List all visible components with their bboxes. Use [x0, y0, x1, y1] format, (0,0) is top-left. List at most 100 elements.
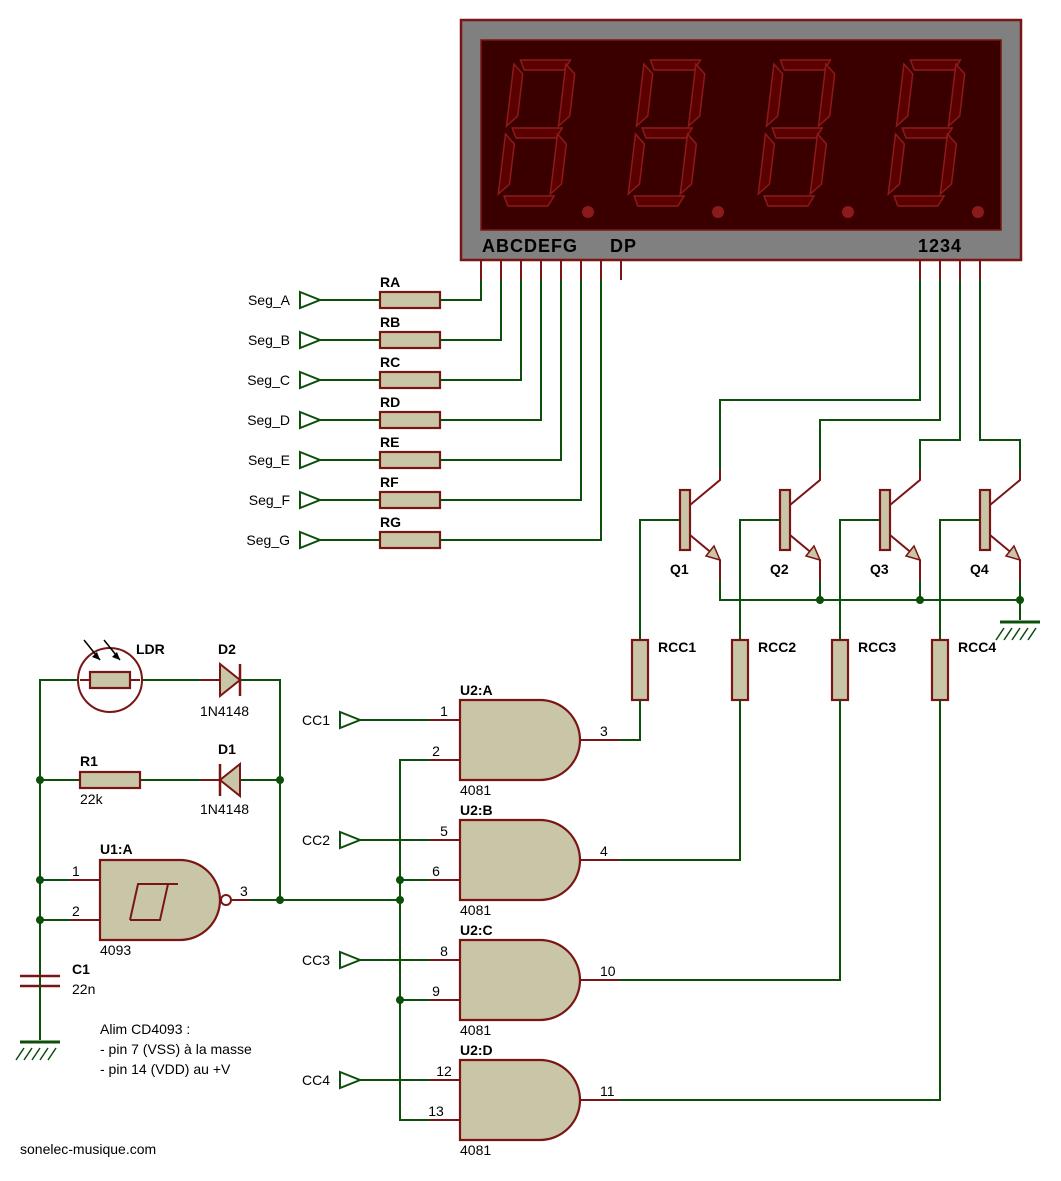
oscillator: LDR D2 1N4148 R1 22k D1 1N4148 — [15, 639, 400, 1061]
and-gate-pin: 3 — [600, 723, 608, 739]
input-terminal-icon — [299, 330, 323, 350]
diode-d1: D1 1N4148 — [200, 741, 249, 817]
segment-input-3: Seg_DRD — [247, 280, 542, 430]
segment-resistor — [378, 530, 442, 550]
input-terminal-icon — [339, 710, 363, 730]
base-resistor-label: RCC4 — [958, 639, 996, 655]
display-digit-3 — [757, 59, 854, 218]
and-gate-pin: 5 — [440, 823, 448, 839]
u1a-pin2: 2 — [72, 903, 80, 919]
and-gate-part: 4081 — [460, 1142, 491, 1158]
display-dp-label: DP — [610, 236, 637, 256]
and-gate-pin: 2 — [432, 743, 440, 759]
note-line2: - pin 7 (VSS) à la masse — [100, 1041, 252, 1057]
segment-net-label: Seg_C — [247, 372, 290, 388]
display-digit-2 — [627, 59, 724, 218]
input-terminal-icon — [339, 1070, 363, 1090]
and-gate-u2b: U2:B 4081 5 6 4 CC2 — [302, 700, 741, 918]
u1a-part: 4093 — [100, 942, 131, 958]
d2-part: 1N4148 — [200, 703, 249, 719]
input-terminal-icon — [299, 450, 323, 470]
and-gates: U2:A4081123CC1U2:B4081564CC2U2:C40818910… — [302, 682, 941, 1158]
input-terminal-icon — [299, 370, 323, 390]
and-gate-ref: U2:B — [460, 802, 493, 818]
and-gate-pin: 12 — [436, 1063, 452, 1079]
seven-segment-display: ABCDEFG DP 1234 — [459, 18, 1023, 280]
input-terminal-icon — [339, 950, 363, 970]
u1a-pin3: 3 — [240, 883, 248, 899]
ldr: LDR — [77, 639, 165, 713]
and-gate-pin: 4 — [600, 843, 608, 859]
base-resistor-label: RCC2 — [758, 639, 796, 655]
input-terminal-icon — [299, 290, 323, 310]
segment-input-1: Seg_B RB — [248, 280, 502, 350]
segment-input-0: Seg_ARA — [248, 274, 482, 310]
segment-resistor-label: RC — [380, 354, 400, 370]
segment-net-label: Seg_B — [248, 332, 290, 348]
resistor-r1: R1 22k — [78, 753, 142, 807]
transistor-q3: Q3 — [839, 470, 922, 640]
c1-label: C1 — [72, 961, 90, 977]
transistor-q2: Q2 — [739, 470, 822, 640]
segment-resistor — [378, 330, 442, 350]
note-line3: - pin 14 (VDD) au +V — [100, 1061, 231, 1077]
display-segment-labels: ABCDEFG — [482, 236, 578, 256]
segment-input-4: Seg_ERE — [248, 280, 562, 470]
d1-part: 1N4148 — [200, 801, 249, 817]
segment-resistor-label: RA — [380, 274, 400, 290]
cc-net-label: CC3 — [302, 952, 330, 968]
transistor-q1: Q1 — [639, 470, 722, 640]
transistor-label: Q4 — [970, 561, 989, 577]
segment-resistor-label: RB — [380, 314, 400, 330]
segment-net-label: Seg_F — [249, 492, 290, 508]
and-gate-ref: U2:D — [460, 1042, 493, 1058]
base-resistor-4: RCC4 — [930, 638, 996, 702]
and-gate-pin: 10 — [600, 963, 616, 979]
and-gate-ref: U2:C — [460, 922, 493, 938]
d1-label: D1 — [218, 741, 236, 757]
nand-gate-u1a: U1:A 4093 1 2 3 — [70, 841, 250, 958]
cc-net-label: CC1 — [302, 712, 330, 728]
u1a-ref: U1:A — [100, 841, 133, 857]
cc-net-label: CC2 — [302, 832, 330, 848]
display-digit-4 — [887, 59, 984, 218]
input-terminal-icon — [299, 530, 323, 550]
segment-input-6: Seg_G RG — [246, 280, 602, 550]
display-digit-1 — [497, 59, 594, 218]
and-gate-part: 4081 — [460, 902, 491, 918]
transistor-label: Q2 — [770, 561, 789, 577]
segment-resistor — [378, 370, 442, 390]
diode-d2: D2 1N4148 — [200, 641, 249, 719]
and-gate-pin: 8 — [440, 943, 448, 959]
segment-resistor — [378, 410, 442, 430]
and-gate-pin: 1 — [440, 703, 448, 719]
base-resistor-2: RCC2 — [730, 638, 796, 702]
credit-text: sonelec-musique.com — [20, 1141, 156, 1157]
segment-resistor — [378, 450, 442, 470]
segment-resistor-label: RG — [380, 514, 401, 530]
segment-resistor-label: RF — [380, 474, 399, 490]
segment-net-label: Seg_E — [248, 452, 290, 468]
r1-label: R1 — [80, 753, 98, 769]
and-gate-part: 4081 — [460, 782, 491, 798]
transistor-q4: Q4 — [939, 470, 1022, 640]
and-gate-pin: 6 — [432, 863, 440, 879]
base-resistor-1: RCC1 — [630, 638, 696, 702]
input-terminal-icon — [339, 830, 363, 850]
cc-net-label: CC4 — [302, 1072, 330, 1088]
input-terminal-icon — [299, 490, 323, 510]
r1-value: 22k — [80, 791, 104, 807]
segment-net-label: Seg_G — [246, 532, 290, 548]
and-gate-ref: U2:A — [460, 682, 493, 698]
and-gate-pin: 13 — [428, 1103, 444, 1119]
base-resistor-label: RCC1 — [658, 639, 696, 655]
ground-symbol-emitters — [995, 620, 1040, 641]
segment-input-2: Seg_C RC — [247, 280, 522, 390]
ldr-label: LDR — [136, 641, 165, 657]
segment-net-label: Seg_D — [247, 412, 290, 428]
